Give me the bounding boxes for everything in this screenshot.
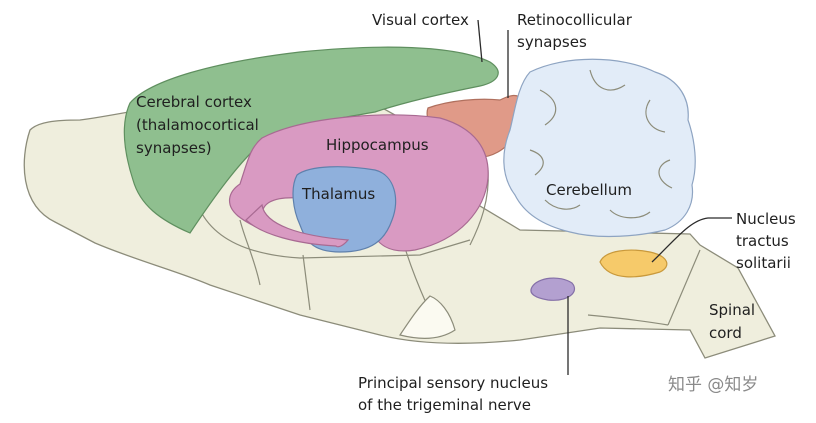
label-retinocollicular-line1: Retinocollicular	[517, 11, 633, 29]
label-thalamus: Thalamus	[301, 185, 375, 203]
label-visual-cortex: Visual cortex	[372, 11, 469, 29]
label-cerebral-cortex-line3: synapses)	[136, 139, 212, 157]
pons-bulge	[399, 295, 456, 339]
label-spinal-cord-line2: cord	[709, 324, 742, 342]
leader-visual-cortex	[477, 19, 483, 63]
label-retinocollicular-line2: synapses	[517, 33, 587, 51]
thalamus-region	[292, 166, 397, 253]
cerebellum-folia	[529, 69, 673, 219]
nucleus-tractus-solitarii-region	[599, 249, 668, 278]
label-trigeminal-line2: of the trigeminal nerve	[358, 396, 531, 414]
label-trigeminal-line1: Principal sensory nucleus	[358, 374, 548, 392]
label-cerebral-cortex-line2: (thalamocortical	[136, 116, 259, 134]
cerebral-cortex-region	[123, 46, 499, 234]
label-hippocampus: Hippocampus	[326, 136, 429, 154]
watermark: 知乎 @知岁	[668, 375, 758, 395]
label-nts-line3: solitarii	[736, 254, 791, 272]
midbrain-outline	[302, 254, 311, 311]
label-spinal-cord-line1: Spinal	[709, 301, 755, 319]
label-cerebral-cortex-line1: Cerebral cortex	[136, 93, 252, 111]
trigeminal-nucleus-region	[530, 277, 576, 301]
spinal-boundary	[667, 249, 701, 326]
label-nts-line1: Nucleus	[736, 210, 796, 228]
label-cerebellum: Cerebellum	[546, 181, 632, 199]
pons-boundary	[587, 314, 669, 326]
leader-nts	[651, 217, 732, 263]
hippocampus-tail	[245, 203, 350, 248]
olfactory-outline	[239, 219, 261, 286]
label-nts-line2: tractus	[736, 232, 789, 250]
brainstem-outline	[199, 209, 471, 259]
